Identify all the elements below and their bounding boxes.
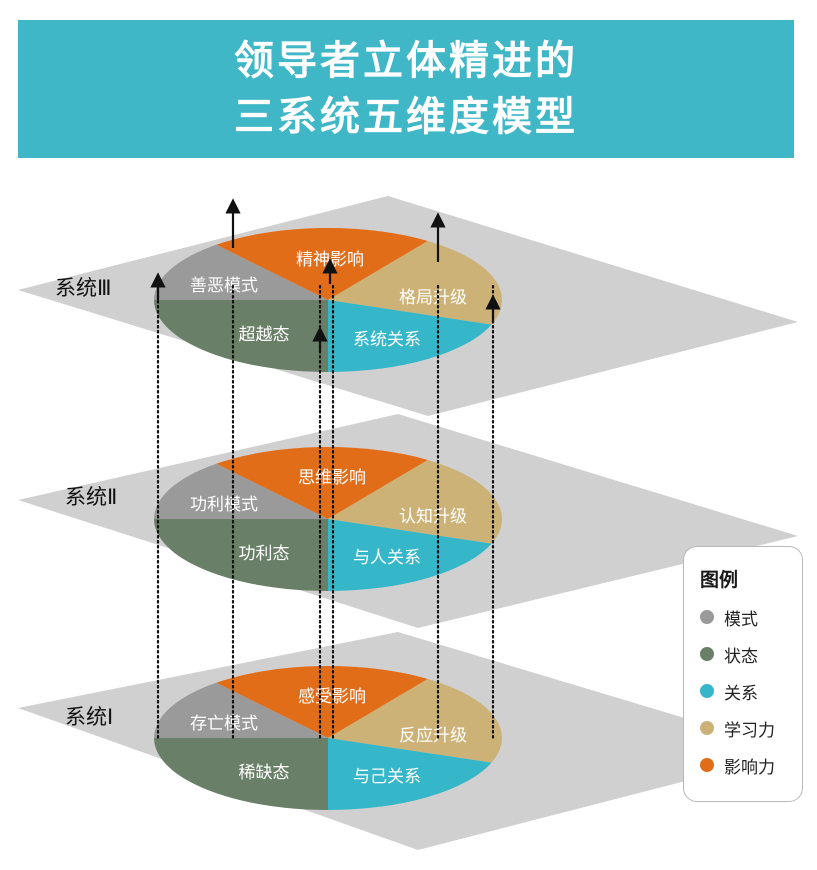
legend-swatch-mode (700, 610, 714, 624)
legend-label-state: 状态 (724, 646, 758, 667)
system-label: 系统Ⅲ (55, 276, 111, 300)
sector-mode (153, 463, 328, 519)
sector-label-learning: 认知升级 (399, 507, 467, 527)
legend-swatch-relation (700, 684, 714, 698)
system-plane-group: 善恶模式超越态系统关系格局升级精神影响系统Ⅲ (18, 196, 798, 416)
legend-item-learning: 学习力 (700, 716, 775, 741)
legend-label-learning: 学习力 (724, 720, 775, 741)
sector-label-learning: 格局升级 (399, 288, 467, 308)
legend-item-influence: 影响力 (700, 753, 775, 778)
legend-label-influence: 影响力 (724, 757, 775, 778)
sector-label-state: 功利态 (239, 544, 290, 564)
sector-mode (154, 682, 328, 738)
legend-title: 图例 (700, 569, 739, 591)
legend-item-state: 状态 (700, 642, 758, 667)
sector-relation (328, 738, 492, 810)
sector-influence (216, 227, 428, 300)
sector-influence (216, 665, 428, 738)
sector-state (154, 519, 328, 591)
sector-learning (328, 241, 502, 325)
title-line-2: 三系统五维度模型 (234, 93, 578, 140)
legend-swatch-learning (700, 721, 714, 735)
sector-relation (328, 519, 492, 591)
system-label: 系统Ⅰ (65, 705, 113, 729)
sector-influence (216, 446, 428, 519)
system-label: 系统Ⅱ (65, 485, 117, 509)
legend-swatch-influence (700, 758, 714, 772)
sector-label-learning: 反应升级 (399, 726, 467, 746)
sector-state (154, 738, 328, 810)
legend-item-relation: 关系 (700, 679, 758, 704)
legend-label-relation: 关系 (724, 683, 758, 704)
sector-state (154, 300, 328, 372)
system-plane-group: 存亡模式稀缺态与己关系反应升级感受影响系统Ⅰ (18, 632, 798, 850)
sector-label-state: 稀缺态 (239, 763, 290, 783)
sector-label-relation: 系统关系 (353, 330, 421, 350)
sector-mode (153, 244, 328, 300)
sector-learning (328, 460, 502, 544)
sector-relation (328, 300, 492, 372)
sector-label-mode: 功利模式 (190, 495, 258, 515)
legend-swatch-state (700, 647, 714, 661)
sector-label-relation: 与人关系 (353, 548, 421, 568)
legend-label-mode: 模式 (724, 609, 758, 630)
sector-label-mode: 存亡模式 (190, 714, 258, 734)
sector-label-relation: 与己关系 (353, 767, 421, 787)
legend: 图例 模式 状态 关系 学习力 影响力 (683, 546, 803, 802)
sector-learning (328, 679, 502, 763)
legend-item-mode: 模式 (700, 605, 758, 630)
title-banner: 领导者立体精进的 三系统五维度模型 (18, 20, 794, 158)
sector-label-state: 超越态 (239, 325, 290, 345)
sector-label-influence: 思维影响 (298, 468, 366, 488)
sector-label-mode: 善恶模式 (190, 276, 258, 296)
title-line-1: 领导者立体精进的 (234, 37, 578, 84)
